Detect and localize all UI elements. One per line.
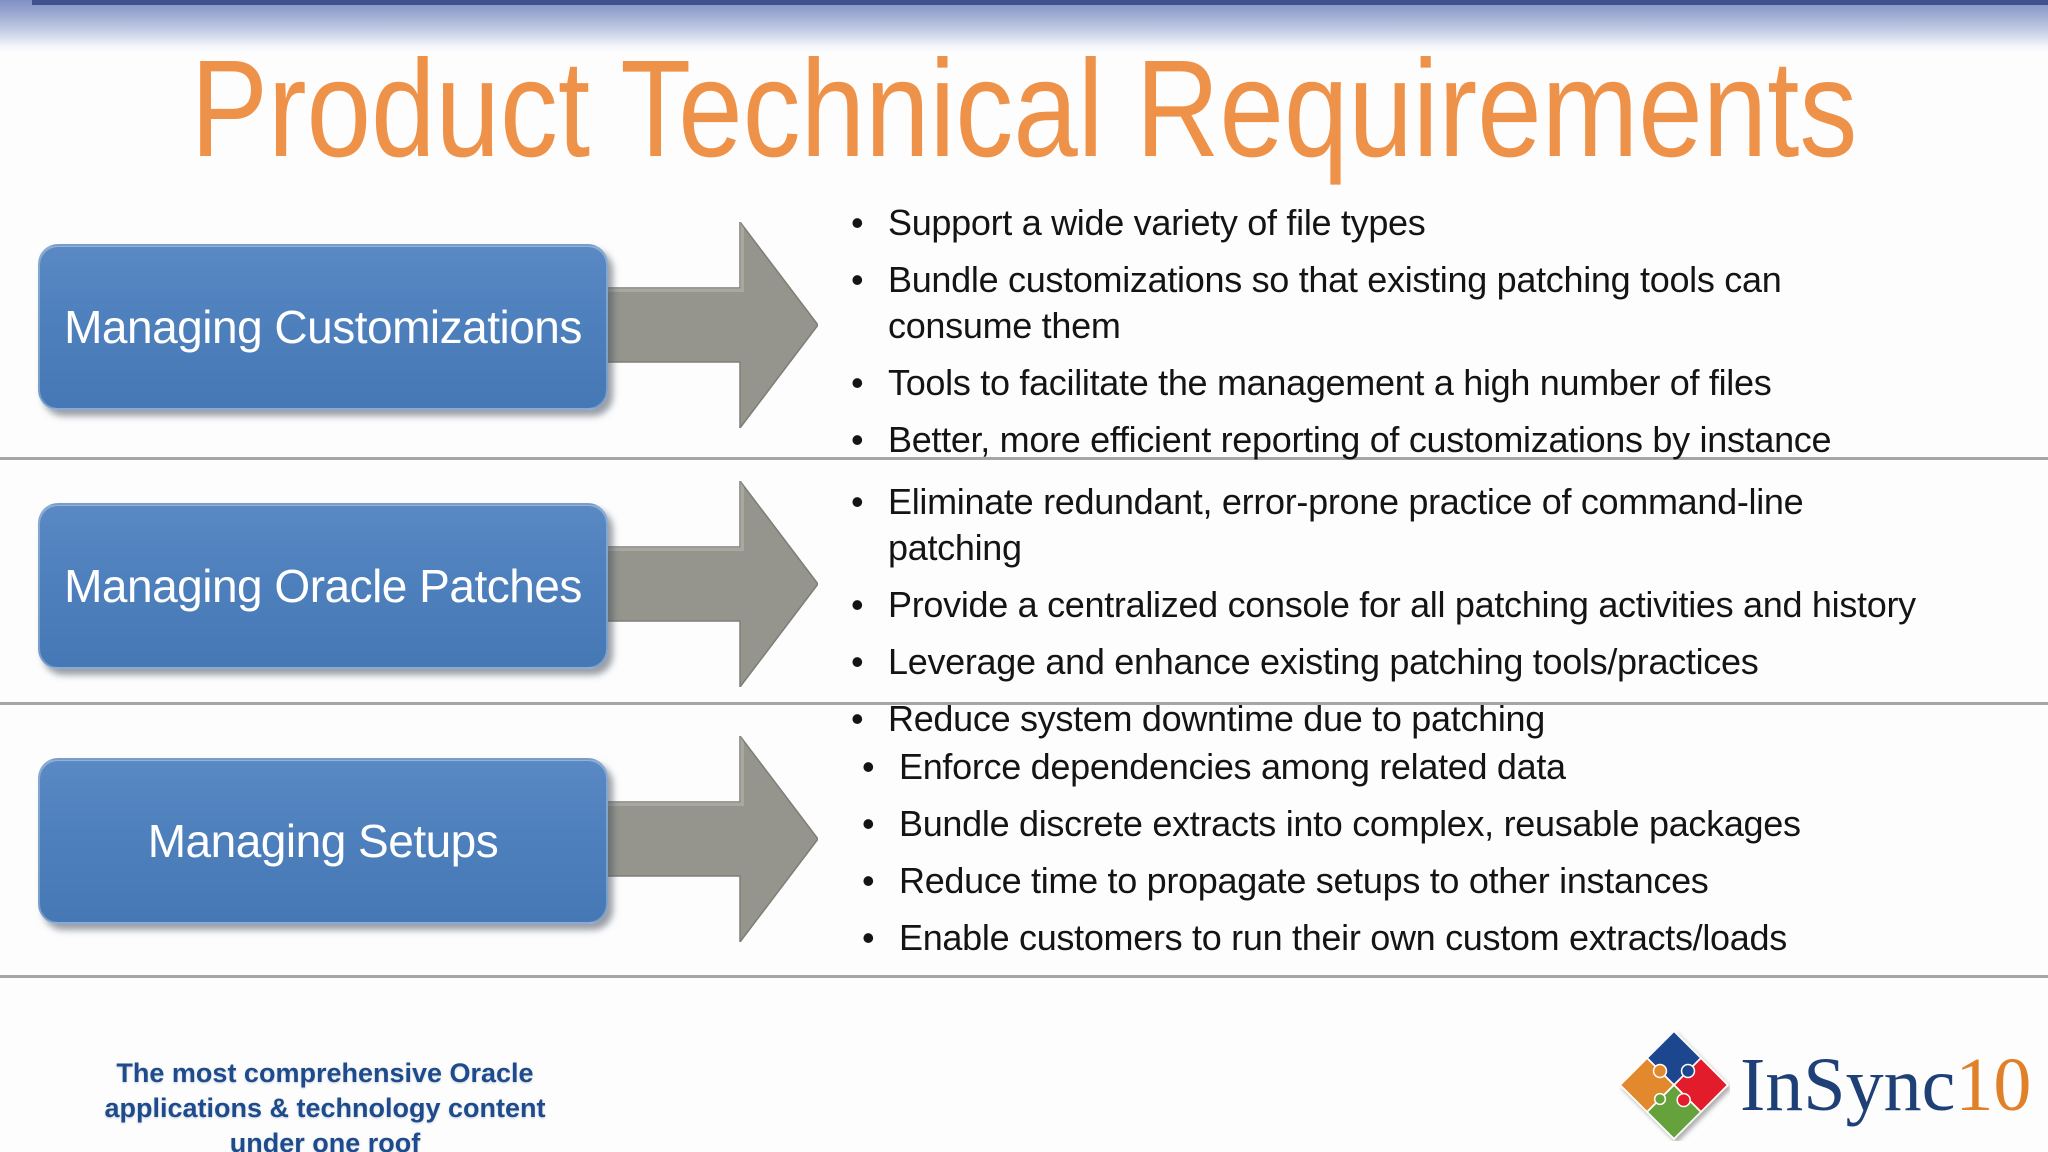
box-label: Managing Setups xyxy=(147,815,499,867)
bullet-item: Bundle discrete extracts into complex, r… xyxy=(856,801,2046,847)
bullet-item: Eliminate redundant, error-prone practic… xyxy=(845,479,2048,571)
bullet-list: Support a wide variety of file types Bun… xyxy=(845,200,2048,474)
bullet-item: Bundle customizations so that existing p… xyxy=(845,257,2048,349)
bullet-item: Leverage and enhance existing patching t… xyxy=(845,639,2048,685)
bullet-item: Enforce dependencies among related data xyxy=(856,744,2046,790)
puzzle-diamond-icon xyxy=(1618,1029,1730,1141)
bullet-item: Better, more efficient reporting of cust… xyxy=(845,417,2048,463)
footer-tagline: The most comprehensive Oracle applicatio… xyxy=(104,1058,546,1152)
managing-customizations-box: Managing Customizations xyxy=(38,244,608,410)
right-arrow-icon xyxy=(600,222,818,428)
logo-wordmark: InSync10 xyxy=(1740,1047,2031,1123)
bullet-list: Enforce dependencies among related data … xyxy=(856,744,2046,972)
insync10-logo: InSync10 xyxy=(1618,1024,2031,1146)
bullet-item: Enable customers to run their own custom… xyxy=(856,915,2046,961)
section-divider xyxy=(0,975,2048,978)
bullet-list: Eliminate redundant, error-prone practic… xyxy=(845,479,2048,753)
managing-oracle-patches-box: Managing Oracle Patches xyxy=(38,503,608,669)
managing-setups-box: Managing Setups xyxy=(38,758,608,924)
box-label: Managing Oracle Patches xyxy=(64,560,582,612)
box-label: Managing Customizations xyxy=(64,301,582,353)
top-gradient-banner xyxy=(0,0,2048,54)
bullet-item: Provide a centralized console for all pa… xyxy=(845,582,2048,628)
right-arrow-icon xyxy=(600,736,818,942)
bullet-item: Reduce time to propagate setups to other… xyxy=(856,858,2046,904)
top-edge-line xyxy=(32,0,2048,5)
logo-text-suffix: 10 xyxy=(1955,1043,2032,1127)
bullet-item: Tools to facilitate the management a hig… xyxy=(845,360,2048,406)
logo-text-main: InSync xyxy=(1740,1043,1956,1127)
bullet-item: Reduce system downtime due to patching xyxy=(845,696,2048,742)
bullet-item: Support a wide variety of file types xyxy=(845,200,2048,246)
slide-title: Product Technical Requirements xyxy=(190,32,1858,186)
right-arrow-icon xyxy=(600,481,818,687)
